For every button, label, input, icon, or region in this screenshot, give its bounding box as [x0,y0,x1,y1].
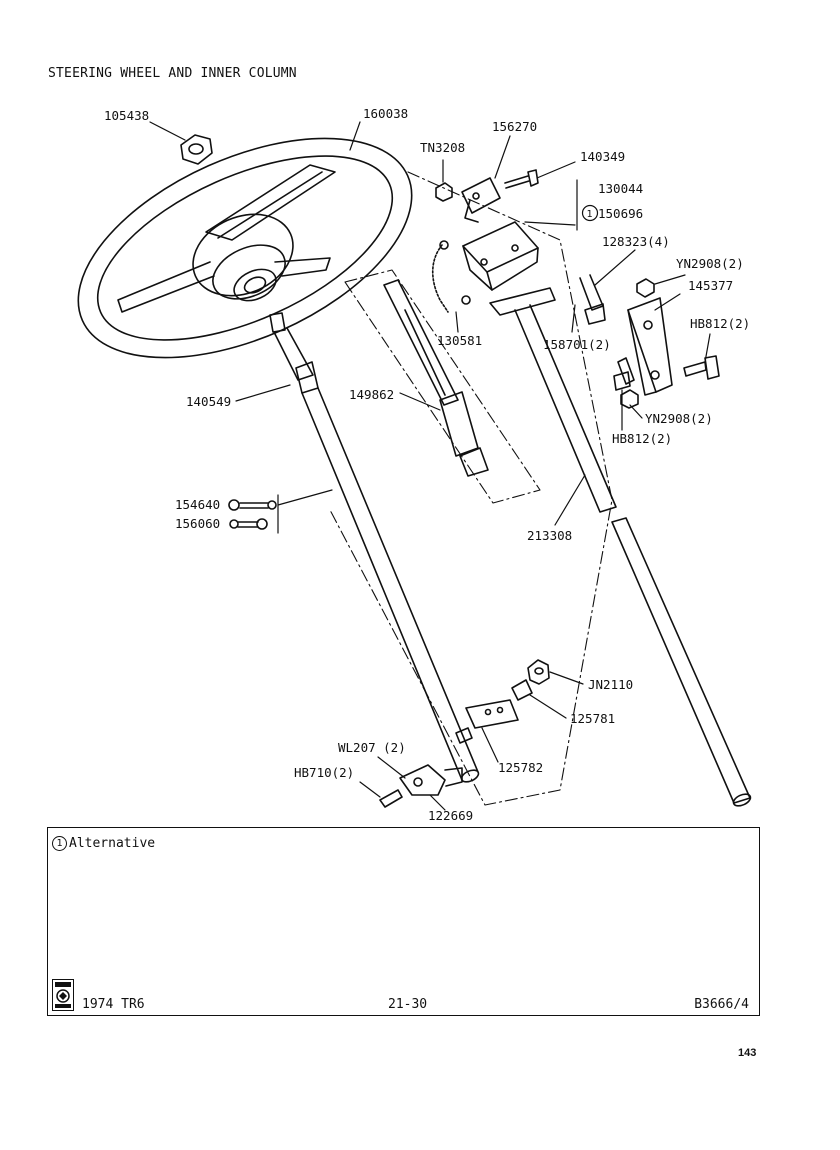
label-YN2908-upper: YN2908(2) [676,256,744,271]
clip-154640-drawing [228,499,277,511]
label-158701: 158701(2) [543,337,611,352]
label-WL207: WL207 (2) [338,740,406,755]
alternative-note: 1 Alternative [52,836,155,851]
nut-YN2908-lower-drawing [620,389,639,409]
label-125782: 125782 [498,760,543,775]
nut-TN3208-drawing [435,182,453,202]
label-HB710: HB710(2) [294,765,354,780]
clamp-156270-drawing [461,177,501,223]
note-text: Alternative [69,836,156,851]
label-JN2110: JN2110 [588,677,633,692]
label-149862: 149862 [349,387,394,402]
bolt-HB812-left-drawing [613,357,635,391]
clip-156060-drawing [229,518,268,530]
label-140349: 140349 [580,149,625,164]
label-130581: 130581 [437,333,482,348]
label-150696: 150696 [598,206,643,221]
lower-column-drawing [489,287,752,807]
bolt-128323-drawing [579,274,606,325]
nut-JN2110-drawing [527,659,550,685]
footer-reference: B3666/4 [694,997,749,1012]
label-156270: 156270 [492,119,537,134]
nut-YN2908-upper-drawing [636,278,655,298]
alternative-marker-number: 1 [587,209,593,220]
alternative-marker-circle [581,204,599,222]
housing-130044-drawing [462,221,539,291]
label-140549: 140549 [186,394,231,409]
label-156060: 156060 [175,516,220,531]
intermediate-shaft-drawing [383,279,489,477]
label-122669: 122669 [428,808,473,823]
part-labels: 105438 160038 156270 TN3208 140349 13004… [104,106,750,823]
nut-105438-drawing [180,134,213,165]
universal-joint-122669-drawing [399,764,463,796]
page-number: 143 [738,1047,757,1059]
notes-footer-box: 1 Alternative 1974 TR6 21-30 B3666/4 [47,827,760,1016]
label-130044: 130044 [598,181,643,196]
british-leyland-logo-icon [52,979,74,1011]
bolt-HB812-right-drawing [683,355,720,380]
label-105438: 105438 [104,108,149,123]
footer-sheet-number: 21-30 [388,997,428,1012]
label-128323: 128323(4) [602,234,670,249]
wire-130581-drawing [431,244,449,313]
page-title: STEERING WHEEL AND INNER COLUMN [48,66,297,81]
label-TN3208: TN3208 [420,140,465,155]
label-145377: 145377 [688,278,733,293]
label-HB812-right: HB812(2) [690,316,750,331]
label-125781: 125781 [570,711,615,726]
note-marker: 1 [52,836,67,851]
steering-wheel-drawing [77,137,413,359]
footer-model: 1974 TR6 [82,997,145,1012]
label-213308: 213308 [527,528,572,543]
upper-column-drawing [269,312,480,783]
clamp-145377-drawing [627,297,673,396]
label-160038: 160038 [363,106,408,121]
bolt-140349-drawing [504,169,539,189]
label-YN2908-lower: YN2908(2) [645,411,713,426]
grubscrew-125781-drawing [511,679,533,701]
bolt-HB710-drawing [379,789,403,808]
label-154640: 154640 [175,497,220,512]
plate-125782-drawing [465,699,519,729]
label-HB812-lower: HB812(2) [612,431,672,446]
